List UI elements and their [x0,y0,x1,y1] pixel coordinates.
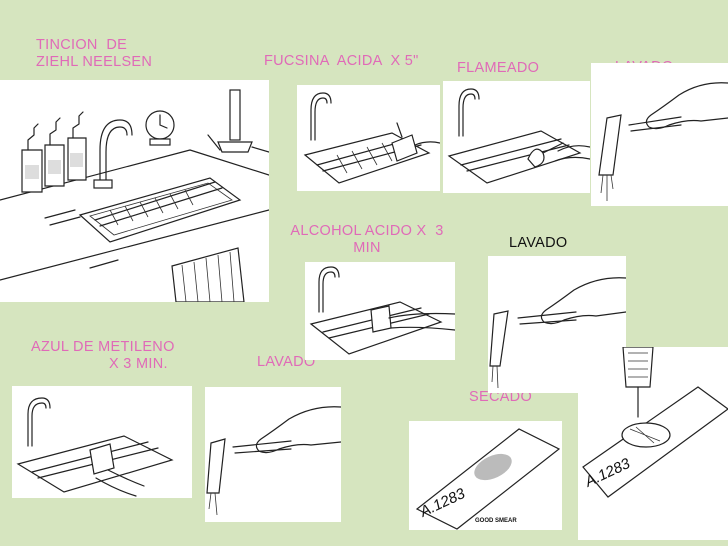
faucet-icon [93,119,133,189]
slide-icon [206,438,226,494]
burner-icon [207,89,269,153]
sink-tray-icon [78,177,242,243]
panel-secado: A.1283 GOOD SMEAR [409,421,562,530]
hand-forceps-icon [232,406,341,454]
step-lavado-3-label: LAVADO [257,354,316,370]
panel-lavado-3 [205,387,341,522]
dropper-icon [622,347,654,418]
hand-forceps-icon [517,277,626,325]
dropper-bottle-icon [370,305,392,333]
faucet-icon [318,266,340,313]
step-lavado-2-label: LAVADO [509,235,568,251]
dropper-bottle-icon [391,122,418,162]
step-alcohol-label: ALCOHOL ACIDO X 3 MIN [290,223,444,256]
panel-slide-drying: A.1283 [578,347,728,540]
step-fucsina-label: FUCSINA ACIDA X 5" [264,53,419,69]
panel-flameado [443,81,590,193]
panel-sink-setup [0,80,269,302]
good-smear-caption: GOOD SMEAR [475,518,517,524]
timer-icon [145,110,175,146]
hand-forceps-icon [628,82,728,132]
panel-lavado-1 [591,63,728,206]
step-azul-line-1: AZUL DE METILENO [31,339,175,355]
title-label: TINCION DE ZIEHL NEELSEN [36,37,153,70]
dropper-bottle-icon [89,443,115,475]
step-secado-label: SECADO [469,389,533,405]
step-flameado-label: FLAMEADO [457,60,540,76]
faucet-icon [310,92,332,141]
slide-icon [489,310,509,367]
faucet-icon [27,397,51,447]
waste-bin-icon [171,247,245,302]
panel-alcohol [305,262,455,360]
slide-icon [415,428,561,530]
faucet-icon [458,88,480,137]
panel-fucsina [297,85,440,191]
staining-tray-icon [447,130,582,184]
slide-icon [582,386,728,498]
slide-icon [598,114,622,176]
sink-setup-illustration [0,89,269,302]
reagent-bottle-icon [21,123,43,193]
panel-azul [12,386,192,498]
step-azul-line-2: X 3 MIN. [109,356,168,372]
flame-swab-icon [527,142,564,168]
